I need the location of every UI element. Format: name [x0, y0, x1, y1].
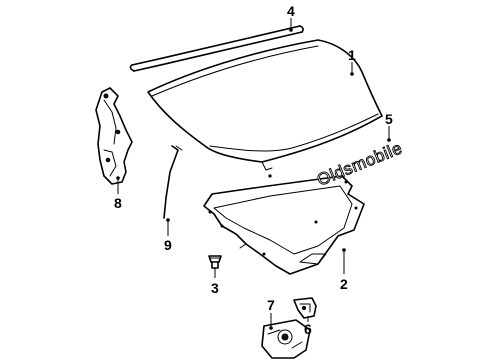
callout-3: 3	[211, 280, 219, 296]
callout-9: 9	[164, 237, 172, 253]
callout-4: 4	[287, 3, 295, 19]
hood-latch	[261, 319, 311, 359]
callout-7: 7	[267, 297, 275, 313]
callout-1: 1	[348, 47, 356, 63]
hood-hinge	[95, 87, 133, 185]
striker-bracket	[293, 297, 317, 319]
hood-prop-rod	[163, 145, 183, 219]
callout-8: 8	[114, 195, 122, 211]
leader-lines	[116, 18, 391, 330]
oldsmobile-emblem: Oldsmobile	[314, 138, 405, 189]
hood-seal-strip	[129, 25, 304, 72]
retainer-clip	[208, 255, 222, 269]
callout-5: 5	[385, 111, 393, 127]
hood-insulator	[203, 175, 365, 275]
callout-2: 2	[340, 276, 348, 292]
hood-panel	[147, 39, 383, 178]
callout-6: 6	[304, 321, 312, 337]
